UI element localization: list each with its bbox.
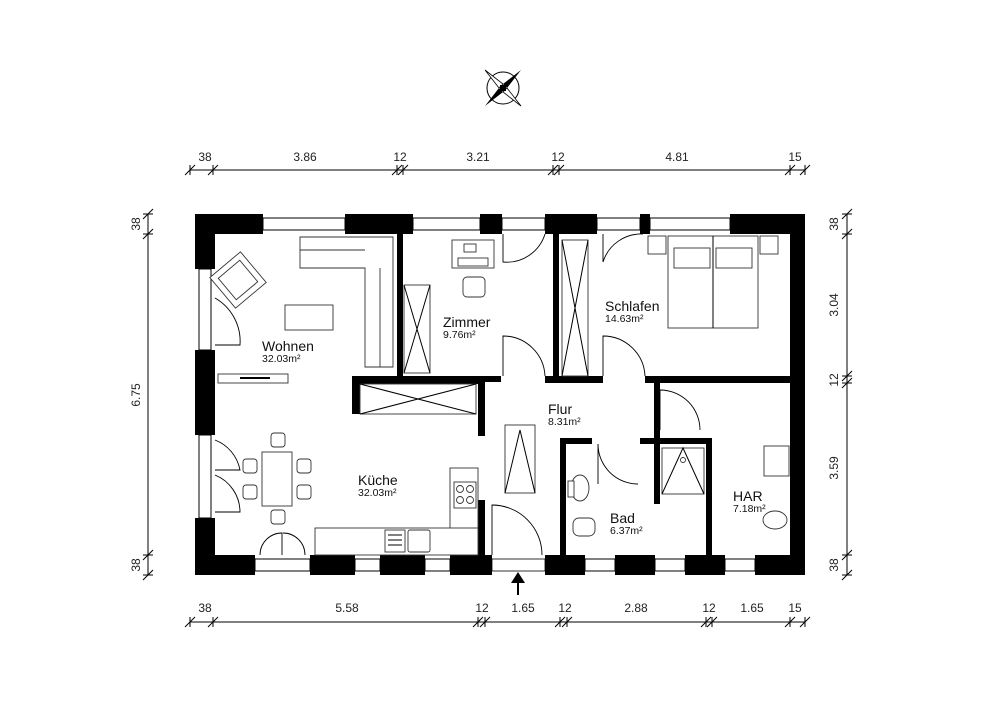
dim-right-4: 3.59: [827, 456, 841, 480]
dim-bottom-2: 5.58: [335, 601, 359, 615]
dim-bottom-3: 12: [475, 601, 489, 615]
dim-top-6: 4.81: [665, 150, 689, 164]
dimension-right: 38 3.04 12 3.59 38: [827, 208, 853, 581]
entrance-arrow-icon: [511, 572, 525, 595]
room-name-har: HAR: [733, 488, 763, 504]
dim-right-2: 3.04: [827, 293, 841, 317]
room-name-wohnen: Wohnen: [262, 338, 314, 354]
dim-left-1: 38: [129, 217, 143, 231]
dim-bottom-5: 12: [558, 601, 572, 615]
dimension-bottom: 38 5.58 12 1.65 12 2.88 12 1.65 15: [184, 601, 811, 628]
dim-top-4: 3.21: [466, 150, 490, 164]
room-area-bad: 6.37m²: [610, 525, 643, 537]
dim-bottom-1: 38: [198, 601, 212, 615]
dim-bottom-8: 1.65: [740, 601, 764, 615]
room-name-flur: Flur: [548, 401, 572, 417]
dim-right-5: 38: [827, 558, 841, 572]
dim-bottom-7: 12: [702, 601, 716, 615]
room-name-bad: Bad: [610, 510, 635, 526]
outer-walls: [195, 214, 805, 575]
dimension-top: 38 3.86 12 3.21 12 4.81 15: [184, 150, 811, 176]
interior-walls: [352, 234, 790, 555]
compass-rose-icon: [484, 69, 522, 107]
dim-bottom-9: 15: [788, 601, 802, 615]
dim-bottom-6: 2.88: [624, 601, 648, 615]
room-name-kueche: Küche: [358, 472, 398, 488]
doors: [214, 233, 701, 556]
room-area-kueche: 32.03m²: [358, 487, 397, 499]
dim-top-5: 12: [551, 150, 565, 164]
dim-top-7: 15: [788, 150, 802, 164]
room-area-zimmer: 9.76m²: [443, 329, 476, 341]
room-area-wohnen: 32.03m²: [262, 353, 301, 365]
furniture: [209, 235, 790, 556]
dim-left-3: 38: [129, 558, 143, 572]
room-area-schlafen: 14.63m²: [605, 313, 644, 325]
dim-top-1: 38: [198, 150, 212, 164]
room-area-flur: 8.31m²: [548, 416, 581, 428]
room-area-har: 7.18m²: [733, 503, 766, 515]
room-name-schlafen: Schlafen: [605, 298, 659, 314]
dim-top-3: 12: [393, 150, 407, 164]
room-name-zimmer: Zimmer: [443, 314, 491, 330]
dim-top-2: 3.86: [293, 150, 317, 164]
dimension-left: 38 6.75 38: [129, 208, 154, 581]
dim-left-2: 6.75: [129, 383, 143, 407]
dim-right-3: 12: [827, 373, 841, 387]
dim-bottom-4: 1.65: [511, 601, 535, 615]
room-labels: Wohnen 32.03m² Zimmer 9.76m² Schlafen 14…: [262, 298, 766, 537]
dim-right-1: 38: [827, 217, 841, 231]
